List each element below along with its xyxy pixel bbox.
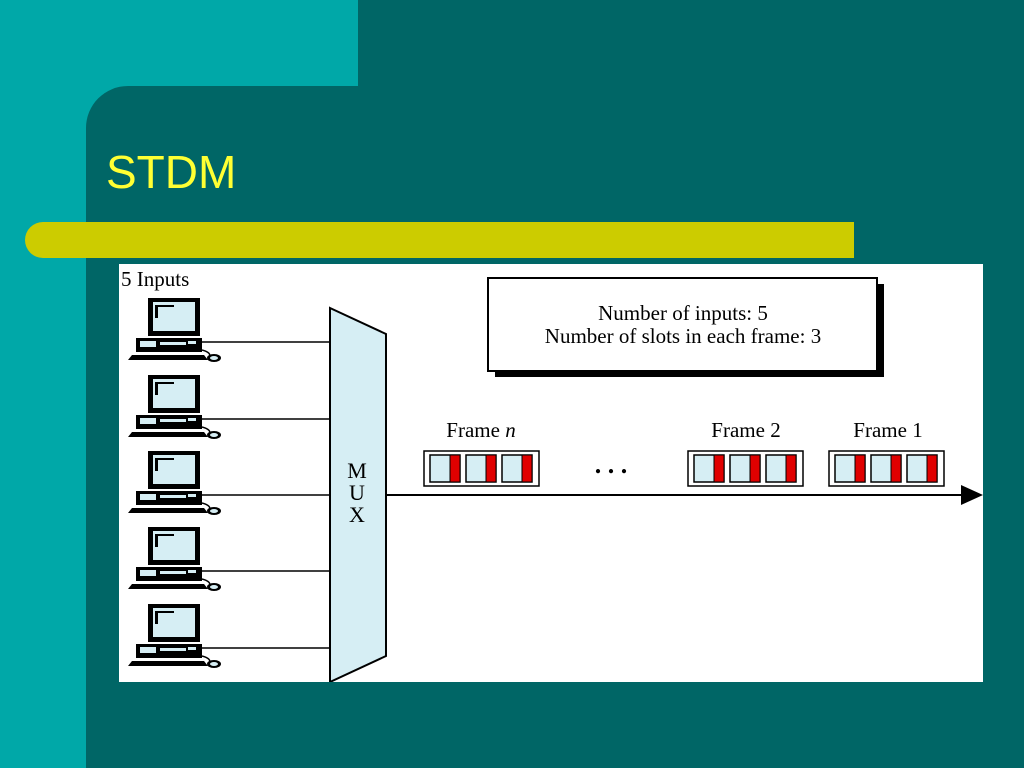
stdm-diagram: 5 Inputs M U X Number of inputs: 5 Numbe… bbox=[119, 264, 983, 682]
frame-n-label: Frame n bbox=[446, 418, 515, 442]
frame-n bbox=[423, 450, 540, 487]
info-box bbox=[487, 277, 878, 372]
frame-2 bbox=[687, 450, 804, 487]
arrow-head-icon bbox=[961, 485, 983, 505]
computer-icon bbox=[127, 374, 222, 440]
frames-ellipsis: . . . bbox=[595, 450, 628, 479]
mux-block bbox=[329, 306, 387, 682]
mux-label-m: M bbox=[347, 458, 367, 483]
input-lines bbox=[197, 341, 330, 649]
slide-background-block bbox=[358, 0, 1024, 90]
frame-2-label: Frame 2 bbox=[711, 418, 780, 442]
computer-icon bbox=[127, 450, 222, 516]
mux-label-x: X bbox=[349, 502, 365, 527]
computer-icon bbox=[127, 603, 222, 669]
inputs-label: 5 Inputs bbox=[121, 267, 189, 291]
frame-1-label: Frame 1 bbox=[853, 418, 922, 442]
computer-icon bbox=[127, 526, 222, 592]
title-accent-bar bbox=[25, 222, 854, 258]
frame-1 bbox=[828, 450, 945, 487]
slide-title: STDM bbox=[106, 146, 237, 198]
info-box-line-1: Number of inputs: 5 bbox=[598, 301, 768, 325]
info-box-line-2: Number of slots in each frame: 3 bbox=[545, 324, 821, 348]
computer-icon bbox=[127, 297, 222, 363]
mux-label-u: U bbox=[349, 480, 365, 505]
